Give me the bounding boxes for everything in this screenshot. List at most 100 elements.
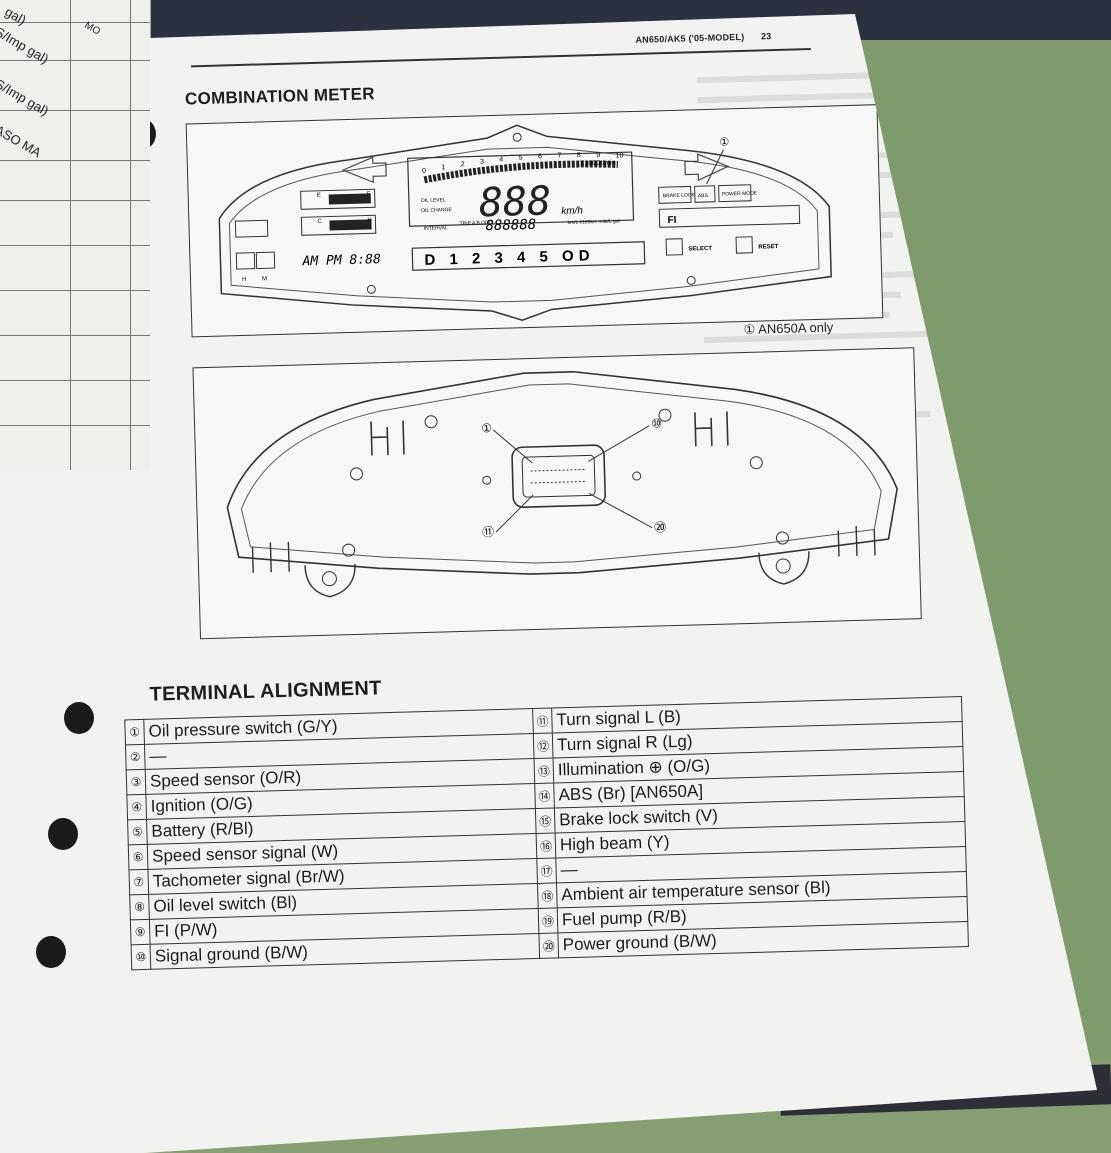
tach-tick-label: 10 — [616, 152, 624, 159]
connector-housing — [511, 444, 606, 509]
terminal-number: ⑲ — [538, 907, 558, 934]
clock-display: AM PM 8:88 — [301, 252, 381, 269]
tach-tick-label: 7 — [557, 152, 561, 159]
power-mode-indicator — [718, 184, 752, 203]
tach-tick-label: 8 — [577, 152, 581, 159]
tach-tick-label: 4 — [499, 156, 503, 163]
terminal-number: ⑯ — [536, 832, 556, 859]
tach-label: X1000r/min — [580, 160, 616, 168]
abs-indicator — [694, 185, 716, 203]
tach-tick-label: 3 — [480, 159, 484, 166]
tach-tick-label: 9 — [596, 152, 600, 159]
table-rule — [0, 60, 150, 61]
turn-left-arrow — [341, 156, 387, 184]
abs-label: ABS — [698, 193, 709, 199]
punch-hole — [48, 818, 78, 850]
connector-figure: ① ⑩ ⑪ ⑳ — [192, 347, 922, 640]
table-rule — [0, 200, 150, 201]
brake-lock-indicator — [658, 185, 692, 204]
fuel-empty-label: E — [317, 193, 321, 199]
temp-hot-label: H — [367, 217, 372, 223]
callout-leader — [706, 149, 725, 185]
power-mode-label: POWER MODE — [722, 191, 758, 198]
table-rule — [0, 110, 150, 111]
oil-level-label: OIL LEVEL — [421, 197, 446, 204]
gear-display — [411, 241, 646, 271]
reset-button-label: RESET — [758, 244, 778, 251]
fuel-full-label: F — [367, 191, 371, 197]
callout-11: ⑪ — [482, 525, 494, 539]
terminal-number: ⑭ — [534, 782, 555, 809]
terminal-number: ⑧ — [129, 894, 150, 920]
temp-gauge-bar — [329, 219, 372, 231]
connector-pins — [521, 454, 596, 498]
table-rule — [130, 0, 131, 470]
section-title-terminal-alignment: TERMINAL ALIGNMENT — [149, 677, 382, 706]
temp-cold-label: C — [317, 219, 322, 225]
interval-label: INTERVAL — [424, 225, 448, 232]
minute-button — [255, 251, 276, 270]
terminal-number: ⑬ — [534, 757, 554, 784]
hour-button-label: H — [242, 277, 247, 283]
minute-button-label: M — [262, 276, 267, 282]
table-rule — [0, 160, 150, 161]
terminal-number: ⑤ — [127, 819, 148, 845]
trip-odo-label: TRIP A B ODO — [459, 220, 492, 227]
oil-change-label: OIL CHANGE — [421, 207, 452, 214]
model-code: AN650/AK5 ('05-MODEL) — [635, 31, 745, 45]
running-header: AN650/AK5 ('05-MODEL) 23 — [635, 31, 771, 45]
gear-position-text: D 1 2 3 4 5 OD — [424, 247, 594, 269]
seat-indicator — [234, 219, 269, 238]
fuel-economy-units: km/L l/100km mile/L gal — [567, 218, 619, 225]
fi-indicator: FI — [667, 215, 676, 226]
table-rule — [0, 22, 150, 23]
terminal-number: ⑪ — [532, 708, 553, 734]
terminal-number: ③ — [126, 769, 146, 795]
table-rule — [0, 380, 150, 381]
terminal-number: ⑰ — [536, 857, 557, 884]
terminal-number: ⑦ — [128, 869, 149, 895]
punch-hole — [64, 702, 94, 734]
page-content: AN650/AK5 ('05-MODEL) 23 COMBINATION MET… — [95, 14, 1053, 1030]
terminal-number: ⑨ — [130, 919, 151, 945]
tach-bar — [423, 160, 619, 184]
terminal-number: ⑥ — [128, 844, 148, 870]
page-fragment-text: ASO MA — [0, 122, 44, 161]
table-rule — [0, 245, 150, 246]
callout-10: ⑩ — [651, 416, 662, 430]
terminal-number: ④ — [126, 794, 147, 820]
page-fragment-text: gal) — [2, 4, 29, 28]
table-rule — [0, 290, 150, 291]
table-rule — [0, 335, 150, 336]
temp-gauge — [300, 214, 377, 236]
tach-tick-label: 6 — [538, 153, 542, 160]
brake-lock-label: BRAKE LOCK — [663, 192, 696, 199]
page-fragment-text: S/Imp gal) — [0, 76, 52, 119]
terminal-number: ② — [125, 744, 146, 770]
tach-tick-label: 1 — [441, 164, 445, 171]
callout-20: ⑳ — [654, 520, 666, 534]
callout-1: ① — [481, 421, 492, 435]
callout-1: ① — [719, 135, 729, 148]
terminal-number: ⑮ — [535, 807, 556, 834]
tach-tick-label: 2 — [461, 161, 465, 168]
hour-button — [235, 252, 256, 270]
meter-note: ① AN650A only — [743, 319, 834, 338]
terminal-number: ⑱ — [537, 882, 558, 909]
select-button-label: SELECT — [688, 246, 712, 253]
meter-back-drawing: ① ⑩ ⑪ ⑳ — [226, 370, 898, 598]
reset-button — [735, 236, 753, 254]
speed-digits: 888 — [478, 178, 552, 226]
page-number: 23 — [760, 31, 772, 42]
tach-tick-label: 5 — [519, 155, 523, 162]
punch-hole — [36, 936, 66, 968]
previous-page-edge: gal) S/Imp gal) S/Imp gal) ASO MA MO — [0, 0, 151, 470]
warning-light-panel — [658, 204, 801, 228]
fuel-gauge — [300, 188, 376, 210]
section-title-combination-meter: COMBINATION METER — [184, 84, 376, 109]
